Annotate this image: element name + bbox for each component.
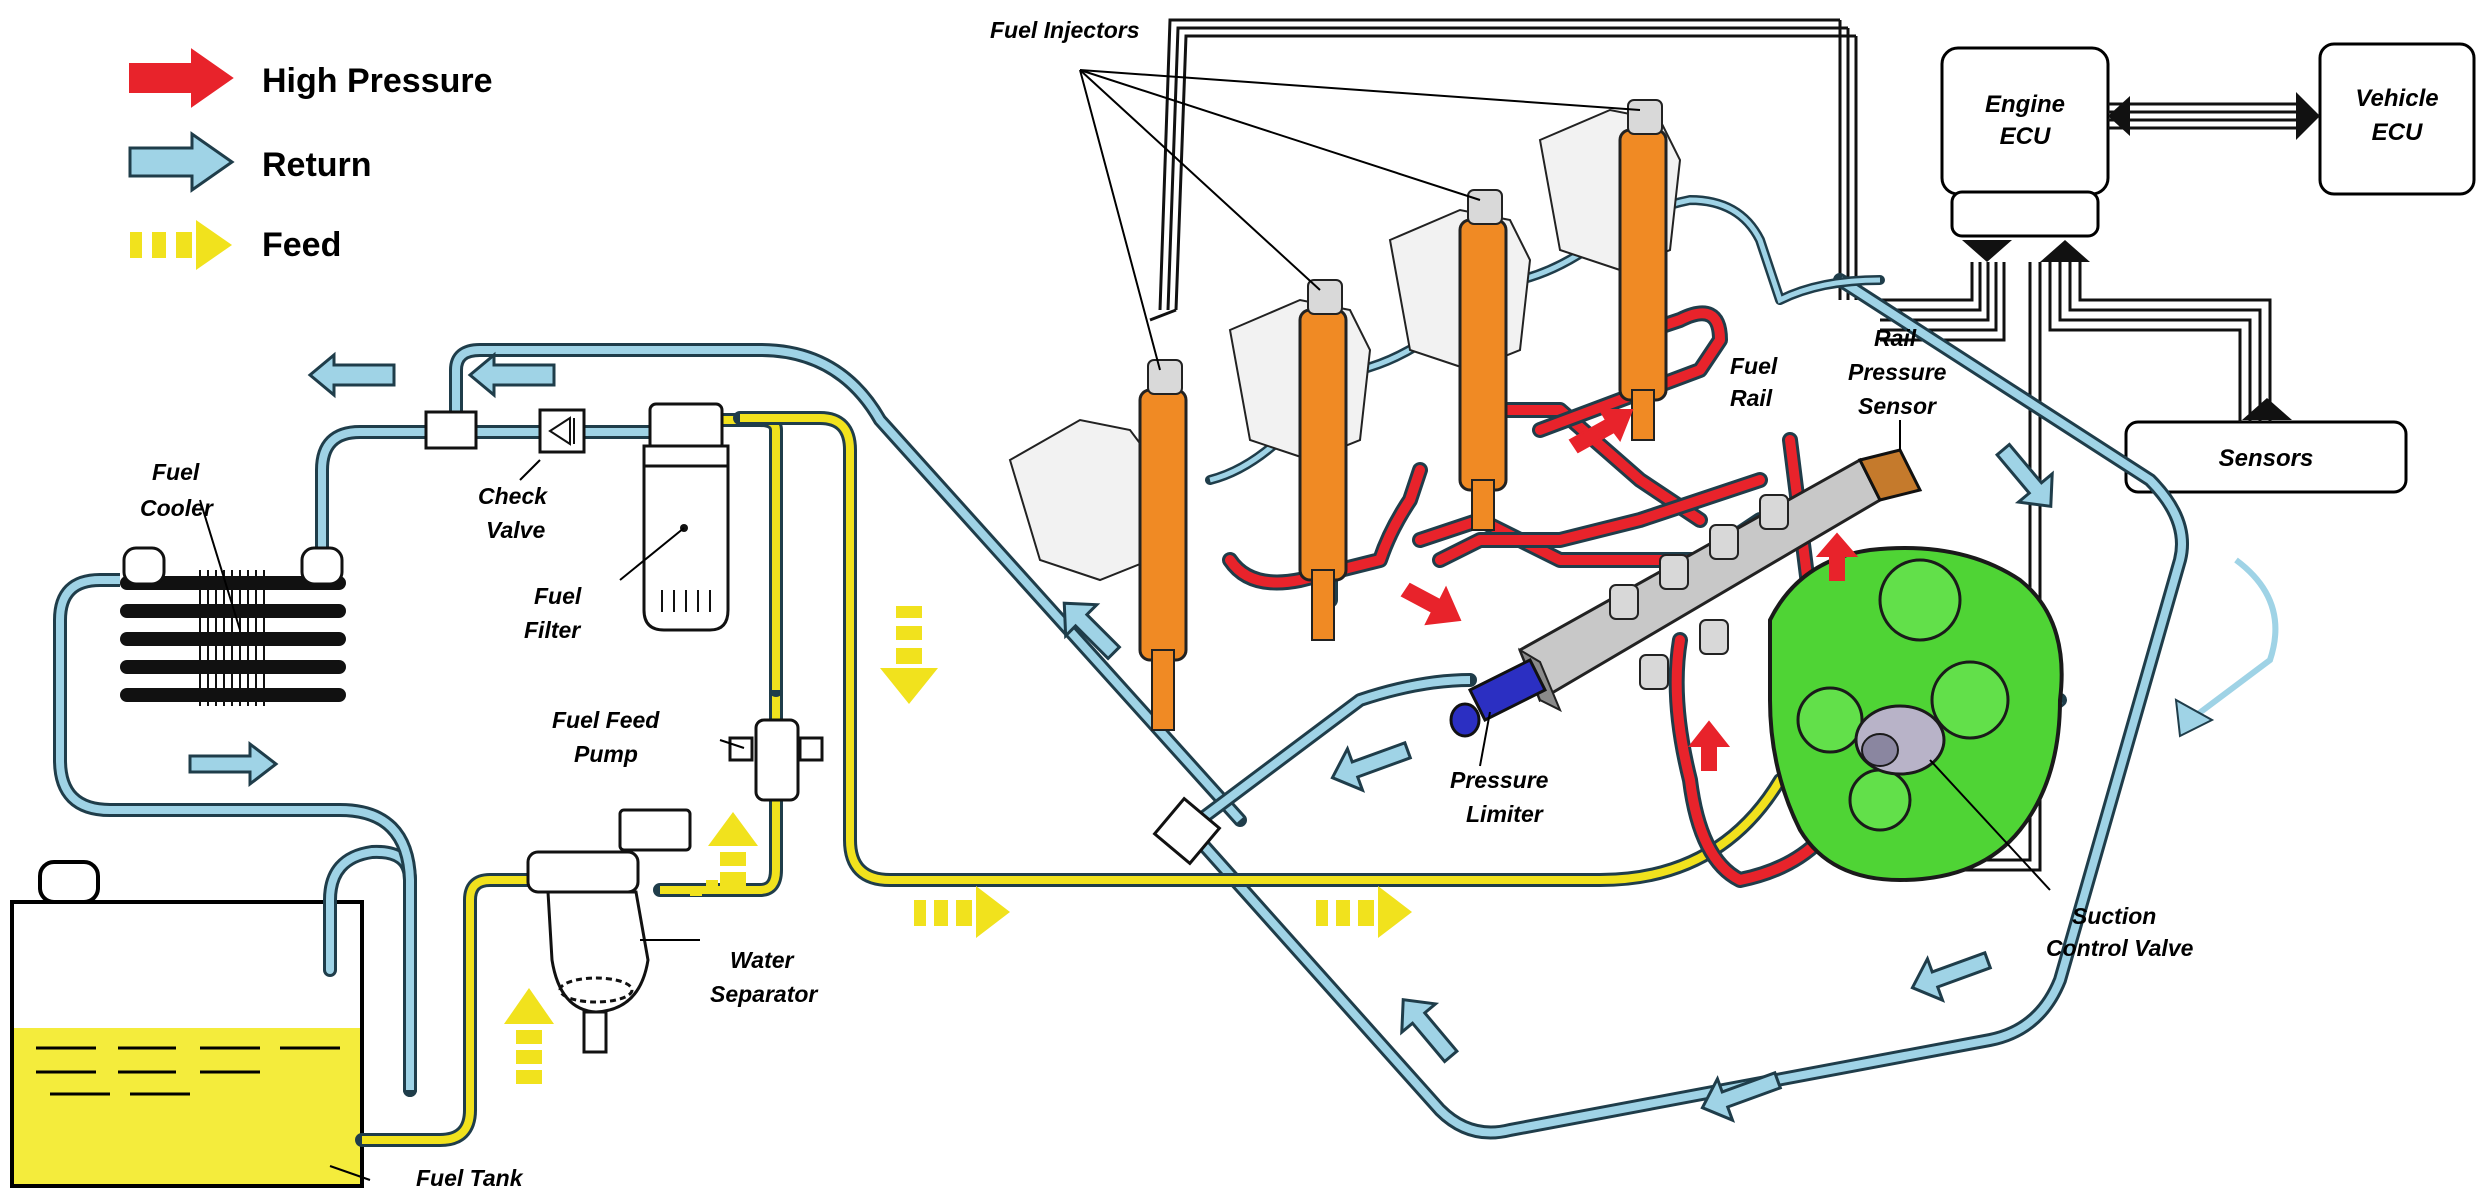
injector-3: [1460, 190, 1506, 530]
label-fuel-cooler-1: Fuel: [152, 459, 200, 485]
svg-text:ECU: ECU: [2372, 119, 2423, 146]
vehicle-ecu: Vehicle ECU: [2320, 44, 2474, 194]
label-water-separator-1: Water: [730, 947, 795, 973]
fuel-cooler: [120, 500, 346, 706]
label-fuel-cooler-2: Cooler: [140, 495, 214, 521]
label-fuel-filter-1: Fuel: [534, 583, 582, 609]
legend: High Pressure Return Feed: [130, 50, 493, 270]
injector-4: [1620, 100, 1666, 440]
high-pressure-legend-arrow: [130, 50, 232, 106]
label-fuel-rail-2: Rail: [1730, 385, 1773, 411]
legend-return: Return: [262, 146, 372, 184]
check-valve: [520, 410, 584, 480]
label-fuel-filter-2: Filter: [524, 617, 581, 643]
label-pressure-limiter-1: Pressure: [1450, 767, 1549, 793]
label-suction-valve-2: Control Valve: [2046, 935, 2194, 961]
svg-text:Engine: Engine: [1985, 91, 2065, 118]
fuel-tank: [12, 862, 370, 1186]
injector-1: [1140, 360, 1186, 730]
label-fuel-injectors: Fuel Injectors: [990, 17, 1140, 43]
label-rail-pressure-3: Sensor: [1858, 393, 1937, 419]
high-pressure-pump: [1770, 548, 2062, 890]
legend-high-pressure: High Pressure: [262, 62, 493, 100]
sensors-box: Sensors: [2126, 422, 2406, 492]
svg-text:Vehicle: Vehicle: [2355, 85, 2438, 112]
label-feed-pump-1: Fuel Feed: [552, 707, 660, 733]
label-pressure-limiter-2: Limiter: [1466, 801, 1544, 827]
label-rail-pressure-2: Pressure: [1848, 359, 1947, 385]
feed-legend-arrow: [130, 220, 232, 270]
svg-text:Sensors: Sensors: [2219, 445, 2314, 472]
water-separator: [528, 810, 700, 1052]
label-fuel-tank: Fuel Tank: [416, 1165, 524, 1191]
tee-fitting: [426, 412, 476, 448]
return-legend-arrow: [130, 134, 232, 190]
label-check-valve-2: Valve: [486, 517, 545, 543]
label-suction-valve-1: Suction: [2072, 903, 2156, 929]
label-rail-pressure-1: Rail: [1874, 325, 1917, 351]
label-water-separator-2: Separator: [710, 981, 818, 1007]
label-check-valve-1: Check: [478, 483, 548, 509]
label-fuel-rail-1: Fuel: [1730, 353, 1778, 379]
svg-text:ECU: ECU: [2000, 123, 2051, 150]
legend-feed: Feed: [262, 226, 341, 264]
fuel-feed-pump: [720, 720, 822, 800]
label-feed-pump-2: Pump: [574, 741, 638, 767]
engine-ecu: Engine ECU: [1942, 48, 2108, 236]
